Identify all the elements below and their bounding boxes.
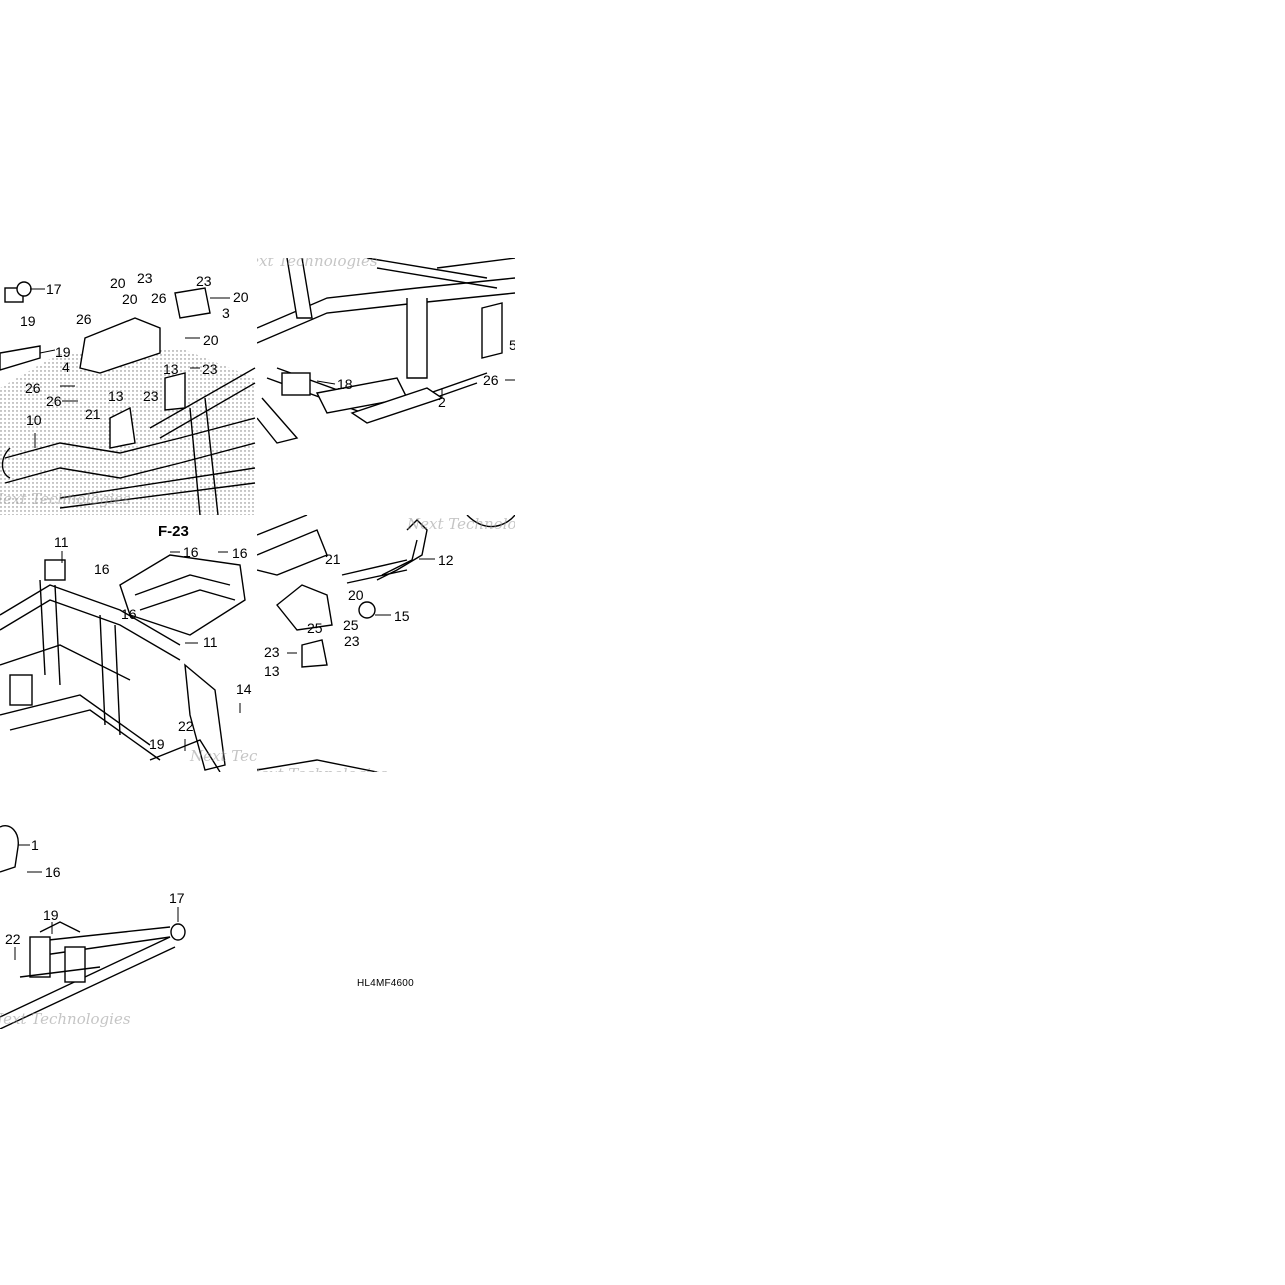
callout-label: 23 bbox=[137, 270, 153, 286]
callout-label: 17 bbox=[169, 890, 185, 906]
frame-front-lower-drawing bbox=[0, 551, 246, 772]
watermark: Next Technologies bbox=[190, 747, 257, 765]
callout-label: 19 bbox=[55, 344, 71, 360]
callout-label: 21 bbox=[325, 551, 341, 567]
callout-label: 2 bbox=[438, 394, 446, 410]
callout-label: 26 bbox=[151, 290, 167, 306]
callout-label: 20 bbox=[348, 587, 364, 603]
watermark: Next Technologies bbox=[0, 1010, 131, 1028]
callout-label: 25 bbox=[307, 620, 323, 636]
callout-label: 23 bbox=[202, 361, 218, 377]
callout-label: 16 bbox=[232, 545, 248, 561]
callout-label: 21 bbox=[85, 406, 101, 422]
callout-label: 20 bbox=[122, 291, 138, 307]
watermark: Next Technologies bbox=[257, 258, 378, 270]
callout-label: 19 bbox=[43, 907, 59, 923]
callout-label: 13 bbox=[264, 663, 280, 679]
tile-frame-center-lower: 21 12 20 15 25 25 23 23 13 9 Next Techno… bbox=[257, 515, 515, 772]
callout-label: 26 bbox=[483, 372, 499, 388]
callout-label: 1 bbox=[31, 837, 39, 853]
watermark: Next Technologies bbox=[0, 490, 131, 508]
callout-label: 23 bbox=[196, 273, 212, 289]
callout-label: 11 bbox=[203, 634, 218, 650]
callout-label: 26 bbox=[76, 311, 92, 327]
callout-label: 15 bbox=[394, 608, 410, 624]
tile-frame-front-lower: 11 16 16 16 16 11 14 22 19 F-23 Next Tec… bbox=[0, 515, 257, 772]
tile-frame-center-upper: 18 2 26 5 Next Technologies bbox=[257, 258, 515, 515]
callout-label: 20 bbox=[110, 275, 126, 291]
callout-label: 22 bbox=[178, 718, 194, 734]
callout-label: 10 bbox=[26, 412, 42, 428]
watermark: Next Technologies bbox=[257, 765, 388, 772]
tile-frame-rear-left: 1 16 17 19 22 Next Technologies bbox=[0, 772, 257, 1029]
callout-label: 12 bbox=[438, 552, 454, 568]
callout-label: 19 bbox=[149, 736, 165, 752]
tile-frame-front-upper: 17 20 23 23 20 19 26 20 26 3 19 20 4 13 … bbox=[0, 258, 257, 515]
callout-label: 23 bbox=[344, 633, 360, 649]
callout-label: 16 bbox=[183, 544, 199, 560]
frame-center-upper-drawing bbox=[257, 258, 515, 444]
callout-label: 20 bbox=[203, 332, 219, 348]
callout-label: 18 bbox=[337, 376, 353, 392]
callout-label: 19 bbox=[20, 313, 36, 329]
watermark: Next Technologies bbox=[407, 515, 515, 533]
callout-label: 22 bbox=[5, 931, 21, 947]
callout-label: 13 bbox=[108, 388, 124, 404]
callout-label: 13 bbox=[163, 361, 179, 377]
reference-f-23: F-23 bbox=[158, 523, 189, 540]
callout-label: 4 bbox=[62, 359, 70, 375]
callout-label: 16 bbox=[94, 561, 110, 577]
frame-rear-left-drawing bbox=[0, 825, 186, 1029]
frame-center-lower-drawing bbox=[257, 515, 515, 772]
frame-front-upper-drawing bbox=[0, 281, 256, 515]
callout-label: 16 bbox=[45, 864, 61, 880]
callout-label: 26 bbox=[46, 393, 62, 409]
callout-label: 26 bbox=[25, 380, 41, 396]
callout-label: 3 bbox=[222, 305, 230, 321]
callout-label: 16 bbox=[121, 606, 137, 622]
callout-label: 17 bbox=[46, 281, 62, 297]
callout-label: 25 bbox=[343, 617, 359, 633]
callout-label: 23 bbox=[264, 644, 280, 660]
callout-label: 11 bbox=[54, 534, 69, 550]
callout-label: 20 bbox=[233, 289, 249, 305]
callout-label: 14 bbox=[236, 681, 252, 697]
callout-label: 5 bbox=[509, 337, 515, 353]
callout-label: 23 bbox=[143, 388, 159, 404]
diagram-code: HL4MF4600 bbox=[357, 978, 414, 989]
